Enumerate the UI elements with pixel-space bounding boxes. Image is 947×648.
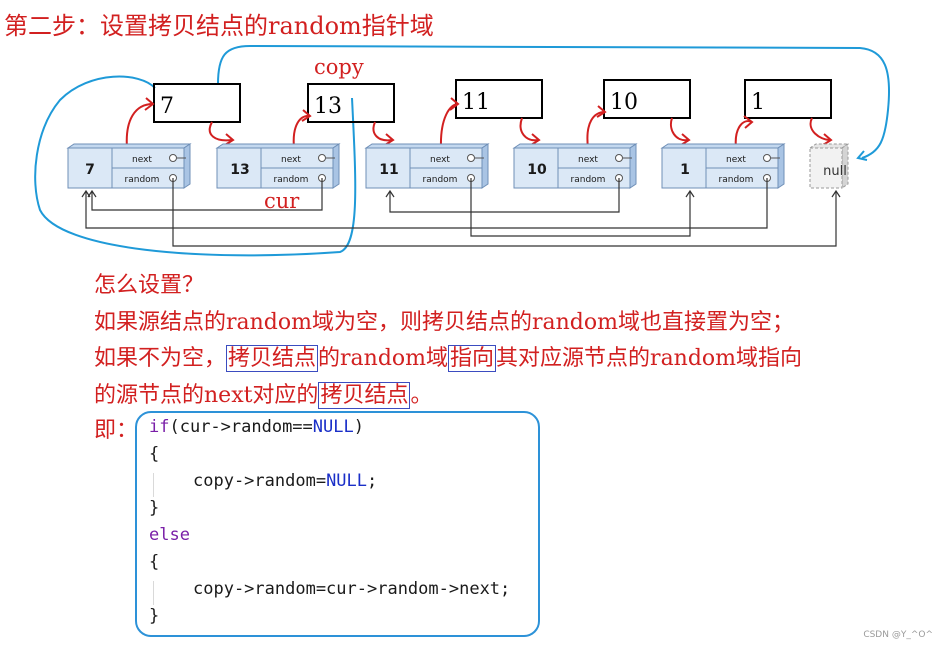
list-node-1: 1 next random (660, 143, 786, 189)
code-line: { (149, 552, 160, 572)
code-line: { (149, 444, 160, 464)
watermark: CSDN @Y_^O^ (863, 630, 933, 640)
svg-text:random: random (274, 175, 309, 185)
explanation-line: 的源节点的next对应的拷贝结点。 (94, 381, 433, 409)
code-line: copy->random=NULL; (193, 471, 378, 491)
code-line: if(cur->random==NULL) (149, 417, 364, 437)
copy-value: 11 (462, 90, 490, 115)
svg-text:11: 11 (379, 162, 398, 178)
copy-value: 7 (160, 94, 174, 119)
copy-label: copy (314, 55, 364, 79)
null-node: null (808, 143, 850, 189)
svg-text:next: next (430, 155, 450, 165)
list-node-11: 11 next random (364, 143, 490, 189)
svg-text:next: next (726, 155, 746, 165)
code-block: if(cur->random==NULL) { copy->random=NUL… (135, 411, 540, 637)
cur-label: cur (264, 189, 300, 213)
svg-text:next: next (132, 155, 152, 165)
code-line: copy->random=cur->random->next; (193, 579, 511, 599)
highlight-box: 拷贝结点 (318, 381, 411, 409)
copy-value: 10 (610, 90, 638, 115)
copy-box-10 (603, 79, 691, 119)
copy-to-cur-loop (34, 75, 357, 257)
svg-text:random: random (719, 175, 754, 185)
svg-text:random: random (423, 175, 458, 185)
explanation-line: 如果源结点的random域为空，则拷贝结点的random域也直接置为空； (94, 309, 794, 335)
svg-text:next: next (578, 155, 598, 165)
code-line: } (149, 498, 160, 518)
code-intro-label: 即： (94, 418, 139, 443)
random-pointer-lines (81, 178, 841, 247)
copy-box-13 (307, 83, 395, 123)
indent-guide (153, 473, 154, 497)
page-title: 第二步：设置拷贝结点的random指针域 (4, 12, 434, 40)
svg-text:random: random (571, 175, 606, 185)
highlight-box: 指向 (448, 345, 497, 372)
code-line: else (149, 525, 190, 545)
code-line: } (149, 606, 160, 626)
copy-value: 13 (314, 94, 342, 119)
copy-to-null-loop (217, 44, 891, 159)
highlight-box: 拷贝结点 (226, 345, 319, 372)
explanation-line: 怎么设置？ (94, 273, 205, 298)
indent-guide (153, 581, 154, 605)
explanation-text: 怎么设置？ 如果源结点的random域为空，则拷贝结点的random域也直接置为… (94, 268, 802, 414)
copy-value: 1 (751, 90, 765, 115)
svg-text:next: next (281, 155, 301, 165)
red-arrows (125, 97, 833, 149)
linked-list-diagram: 7 13 11 10 1 copy cur 7 next random 13 (34, 44, 891, 257)
svg-text:13: 13 (230, 162, 249, 178)
list-node-13: 13 next random (215, 143, 341, 189)
list-node-10: 10 next random (512, 143, 638, 189)
copy-box-1 (744, 79, 832, 119)
copy-box-11 (455, 79, 543, 119)
copy-box-7 (153, 83, 241, 123)
svg-text:null: null (823, 164, 847, 179)
svg-text:10: 10 (527, 162, 547, 178)
svg-text:1: 1 (680, 162, 690, 178)
list-node-7: 7 next random (66, 143, 192, 189)
svg-text:7: 7 (85, 162, 95, 178)
explanation-line: 如果不为空，拷贝结点的random域指向其对应源节点的random域指向 (94, 345, 803, 372)
svg-text:random: random (125, 175, 160, 185)
